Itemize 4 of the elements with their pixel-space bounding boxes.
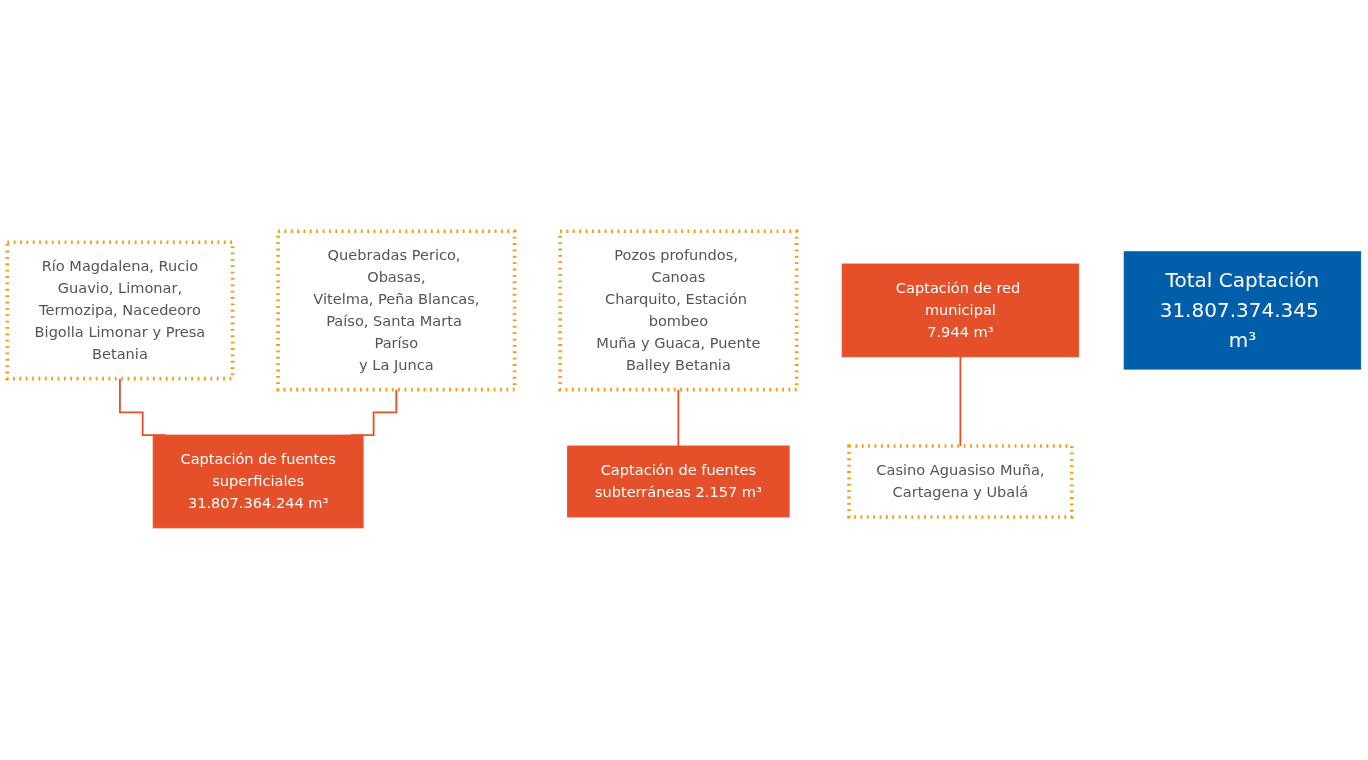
node-box: Total Captación 31.807.374.345 m³ — [1123, 251, 1362, 370]
node-box: Captación de red municipal 7.944 m³ — [841, 264, 1080, 358]
node-box: Captación de fuentes superficiales 31.807.364.244 m³ — [152, 435, 364, 529]
node-box: Captación de fuentes subterráneas 2.157 m³ — [567, 445, 790, 518]
